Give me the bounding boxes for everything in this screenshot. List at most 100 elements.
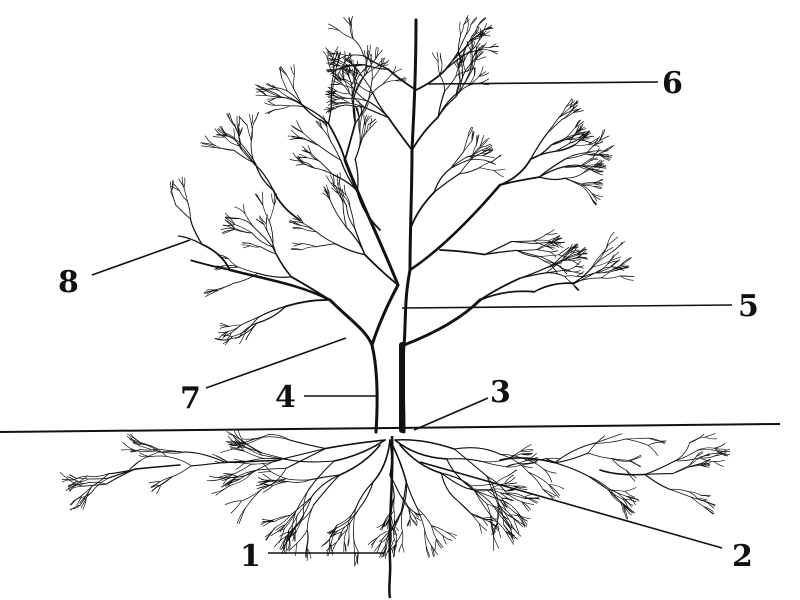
branch-stroke bbox=[467, 14, 469, 24]
branch-stroke bbox=[573, 143, 589, 146]
branch-stroke bbox=[582, 166, 597, 174]
leader-line-6 bbox=[427, 81, 659, 85]
branch-stroke bbox=[290, 129, 302, 140]
branch-stroke bbox=[468, 76, 480, 86]
branch-stroke bbox=[276, 523, 287, 533]
branch-stroke bbox=[220, 446, 240, 453]
branch-stroke bbox=[337, 523, 351, 532]
branch-stroke bbox=[365, 50, 369, 62]
branch-stroke bbox=[674, 442, 691, 462]
branch-stroke bbox=[623, 497, 634, 506]
branch-stroke bbox=[588, 137, 599, 145]
branch-stroke bbox=[704, 501, 715, 509]
branch-stroke bbox=[170, 181, 173, 192]
branch-stroke bbox=[326, 68, 337, 71]
branch-stroke bbox=[580, 165, 595, 173]
branch-stroke bbox=[554, 142, 571, 152]
branch-stroke bbox=[262, 485, 274, 493]
branch-stroke bbox=[84, 485, 93, 498]
branch-stroke bbox=[524, 452, 537, 462]
branch-stroke bbox=[414, 516, 418, 524]
branch-stroke bbox=[558, 107, 571, 119]
branch-stroke bbox=[76, 495, 82, 506]
branch-stroke bbox=[564, 153, 586, 160]
branch-stroke bbox=[324, 439, 386, 450]
branch-stroke bbox=[524, 496, 537, 504]
branch-stroke bbox=[310, 152, 320, 162]
branch-stroke bbox=[229, 472, 253, 486]
branch-stroke bbox=[259, 215, 267, 225]
branch-stroke bbox=[355, 71, 363, 83]
branch-stroke bbox=[479, 290, 536, 301]
branch-stroke bbox=[332, 46, 339, 59]
branch-stroke bbox=[486, 475, 499, 504]
branch-stroke bbox=[581, 185, 591, 197]
branch-stroke bbox=[263, 224, 271, 238]
branch-stroke bbox=[623, 503, 632, 516]
branch-stroke bbox=[431, 525, 437, 540]
branch-stroke bbox=[151, 445, 167, 457]
branch-stroke bbox=[511, 523, 522, 537]
branch-stroke bbox=[330, 543, 334, 556]
branch-stroke bbox=[576, 257, 588, 260]
branch-stroke bbox=[473, 489, 492, 517]
branch-stroke bbox=[296, 214, 304, 224]
branch-stroke bbox=[539, 254, 559, 257]
branch-stroke bbox=[371, 67, 382, 80]
branch-stroke bbox=[344, 66, 350, 76]
branch-stroke bbox=[379, 544, 386, 556]
branch-stroke bbox=[571, 260, 580, 265]
branch-stroke bbox=[375, 47, 379, 60]
branch-stroke bbox=[436, 52, 439, 62]
branch-stroke bbox=[234, 437, 246, 447]
leader-line-7 bbox=[205, 337, 347, 389]
branch-stroke bbox=[457, 34, 467, 53]
branch-stroke bbox=[585, 144, 595, 155]
branch-stroke bbox=[307, 460, 335, 491]
branch-stroke bbox=[341, 69, 349, 76]
branch-stroke bbox=[594, 163, 605, 167]
branch-stroke bbox=[359, 481, 374, 508]
branch-stroke bbox=[272, 481, 289, 487]
branch-stroke bbox=[464, 59, 476, 72]
branch-stroke bbox=[532, 233, 547, 242]
branch-stroke bbox=[226, 134, 242, 144]
branch-stroke bbox=[254, 163, 274, 191]
branch-stroke bbox=[222, 229, 235, 235]
branch-stroke bbox=[298, 153, 308, 159]
branch-stroke bbox=[573, 136, 584, 146]
branch-stroke bbox=[401, 543, 405, 553]
branch-stroke bbox=[703, 506, 714, 515]
branch-stroke bbox=[246, 436, 264, 445]
branch-stroke bbox=[229, 445, 246, 447]
branch-stroke bbox=[494, 475, 509, 485]
branch-stroke bbox=[219, 125, 228, 136]
branch-stroke bbox=[366, 52, 372, 65]
branch-stroke bbox=[490, 50, 499, 52]
branch-stroke bbox=[625, 438, 649, 446]
branch-stroke bbox=[243, 436, 264, 444]
branch-stroke bbox=[581, 182, 594, 185]
branch-stroke bbox=[463, 136, 469, 153]
branch-stroke bbox=[225, 217, 236, 225]
branch-stroke bbox=[479, 28, 482, 37]
branch-stroke bbox=[574, 119, 580, 129]
branch-stroke bbox=[394, 438, 456, 450]
branch-stroke bbox=[587, 452, 613, 459]
branch-stroke bbox=[474, 26, 480, 35]
branch-stroke bbox=[517, 512, 528, 526]
branch-stroke bbox=[499, 499, 509, 505]
branch-stroke bbox=[499, 457, 556, 464]
branch-stroke bbox=[233, 125, 242, 144]
branch-stroke bbox=[183, 187, 188, 202]
branch-stroke bbox=[338, 187, 347, 196]
branch-stroke bbox=[478, 72, 490, 77]
branch-stroke bbox=[601, 247, 614, 255]
branch-stroke bbox=[253, 227, 274, 248]
branch-stroke bbox=[550, 263, 557, 272]
branch-stroke bbox=[219, 326, 230, 329]
branch-stroke bbox=[68, 485, 84, 491]
branch-stroke bbox=[243, 442, 263, 456]
branch-stroke bbox=[126, 433, 141, 443]
branch-stroke bbox=[479, 277, 521, 301]
